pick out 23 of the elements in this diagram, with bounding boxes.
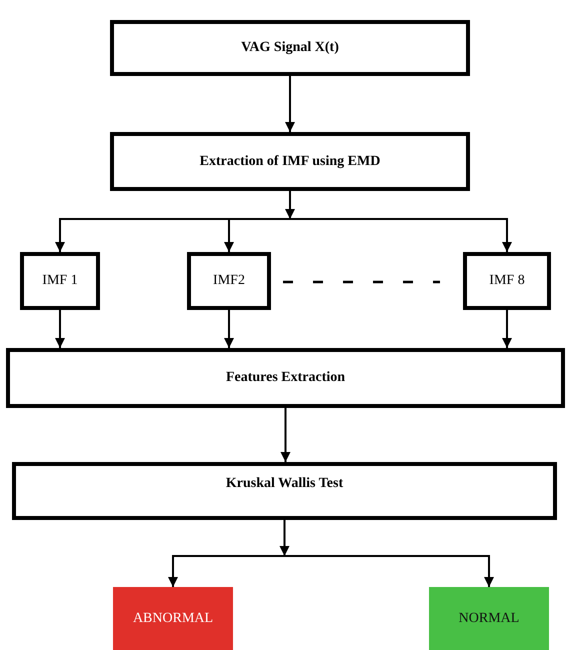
process-box <box>187 252 271 310</box>
box-label: Extraction of IMF using EMD <box>200 154 380 170</box>
arrow <box>224 310 234 348</box>
arrow <box>55 310 65 348</box>
box-label: Kruskal Wallis Test <box>226 476 344 492</box>
process-box <box>6 348 565 408</box>
result-box <box>429 587 549 650</box>
arrow <box>280 408 290 462</box>
box-label: ABNORMAL <box>132 610 214 626</box>
process-box <box>12 462 557 520</box>
box-label: IMF 1 <box>42 273 78 289</box>
arrow <box>502 310 512 348</box>
box-label: IMF2 <box>213 273 245 289</box>
box-label: Features Extraction <box>226 370 346 386</box>
process-box <box>20 252 100 310</box>
box-label: VAG Signal X(t) <box>241 40 339 56</box>
process-box <box>110 20 470 76</box>
arrow <box>285 76 295 132</box>
box-label: NORMAL <box>458 610 520 626</box>
process-box <box>463 252 551 310</box>
box-label: IMF 8 <box>489 273 525 289</box>
process-box <box>110 132 470 191</box>
result-box <box>113 587 233 650</box>
